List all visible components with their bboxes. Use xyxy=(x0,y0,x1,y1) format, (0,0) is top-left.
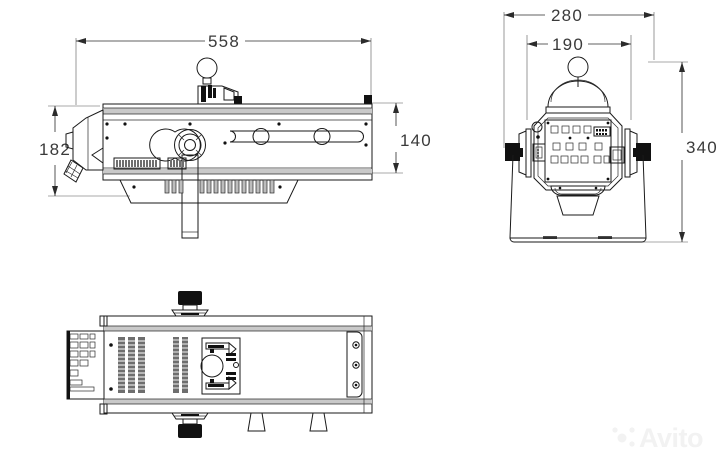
front-body-housing xyxy=(534,113,622,190)
rear-connector-block xyxy=(64,110,103,182)
control-panel xyxy=(545,120,611,182)
adjustment-slots xyxy=(230,129,364,145)
top-hanging-eye xyxy=(568,57,588,87)
ventilation-louvers-lower xyxy=(164,179,275,194)
top-plan-view xyxy=(67,291,372,438)
tilt-lock-knob-bottom xyxy=(172,413,208,438)
dimension-label-340: 340 xyxy=(686,138,718,157)
cooling-vent-grille-2 xyxy=(173,337,188,393)
ventilation-louvers-upper xyxy=(114,158,186,169)
side-body-screws xyxy=(105,122,368,147)
small-screw xyxy=(536,135,540,139)
dimension-140: 140 xyxy=(371,102,432,174)
top-body-shell xyxy=(100,316,372,414)
dimension-label-182: 182 xyxy=(39,140,71,159)
lens-barrel xyxy=(551,186,605,215)
dimension-label-140: 140 xyxy=(400,131,432,150)
dimension-340: 340 xyxy=(628,61,718,243)
power-inlet xyxy=(533,144,545,161)
button-matrix xyxy=(550,125,610,164)
yoke-tilt-knob-right xyxy=(625,129,651,177)
side-elevation-view: 558 182 140 xyxy=(39,32,432,238)
lens-assembly xyxy=(201,338,240,394)
dimension-558: 558 xyxy=(75,32,372,105)
avito-watermark-label: Avito xyxy=(639,423,703,453)
yoke-tilt-knob-left xyxy=(505,129,531,177)
dimension-182: 182 xyxy=(39,105,130,197)
dimension-label-280: 280 xyxy=(551,6,583,25)
yoke-arm xyxy=(182,155,198,238)
dimension-190: 190 xyxy=(526,35,632,120)
top-right-corner-block xyxy=(364,95,372,104)
hinge-plate xyxy=(347,316,365,413)
support-feet xyxy=(248,413,327,431)
dip-switch-block xyxy=(594,127,610,136)
floor-stand-base xyxy=(510,155,646,242)
cooling-vent-grille-1 xyxy=(118,337,145,393)
connector-panel xyxy=(67,331,104,399)
side-port xyxy=(610,147,624,163)
hanging-bracket-knob xyxy=(197,58,242,104)
front-elevation-view: 280 190 340 xyxy=(503,6,718,243)
dimension-label-558: 558 xyxy=(208,32,240,51)
dimension-280: 280 xyxy=(503,6,655,148)
status-indicator-icon xyxy=(532,122,542,132)
avito-watermark: Avito xyxy=(612,423,704,453)
dimension-label-190: 190 xyxy=(552,35,584,54)
